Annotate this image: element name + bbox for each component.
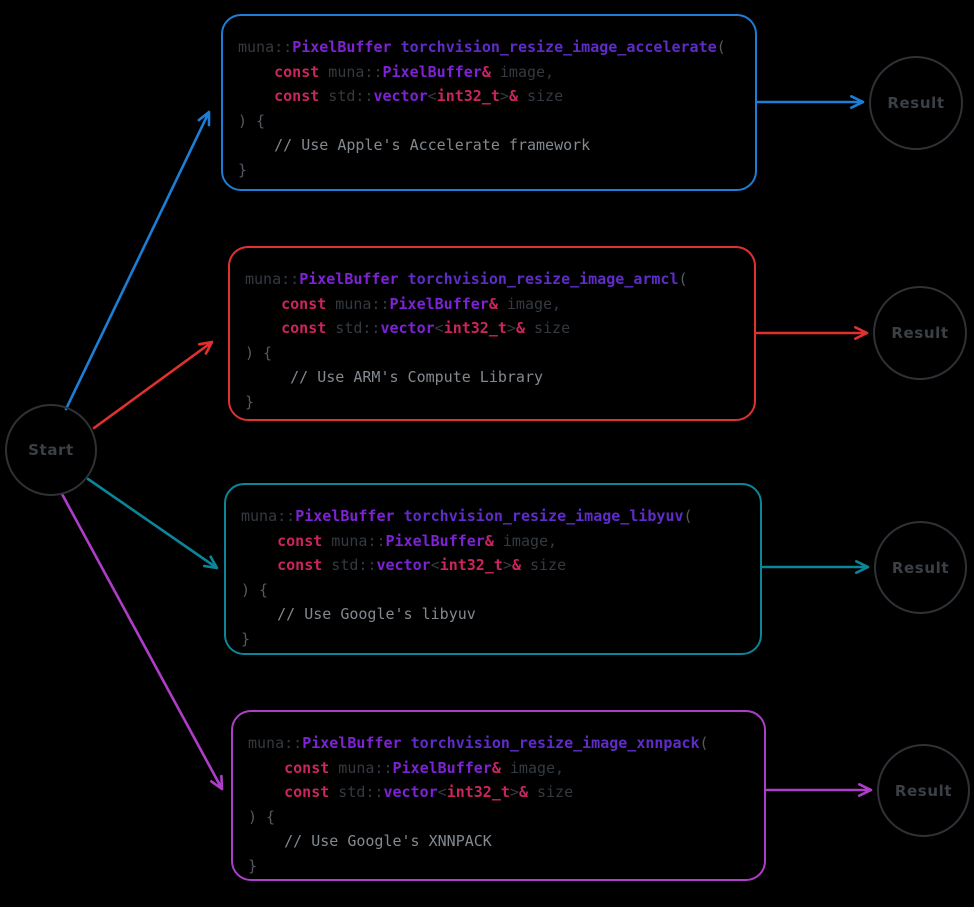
- code-node-armcl[interactable]: muna::PixelBuffer torchvision_resize_ima…: [228, 246, 756, 421]
- arrow-start-to-accelerate[interactable]: [64, 110, 211, 411]
- result-node-accelerate[interactable]: Result: [869, 56, 963, 150]
- code-snippet-libyuv: muna::PixelBuffer torchvision_resize_ima…: [241, 507, 693, 648]
- result-node-label: Result: [891, 324, 949, 342]
- result-node-libyuv[interactable]: Result: [874, 521, 967, 614]
- code-node-libyuv[interactable]: muna::PixelBuffer torchvision_resize_ima…: [224, 483, 762, 655]
- code-node-accelerate[interactable]: muna::PixelBuffer torchvision_resize_ima…: [221, 14, 757, 191]
- arrow-accelerate-to-result[interactable]: [756, 95, 865, 109]
- arrow-start-to-libyuv[interactable]: [86, 477, 219, 570]
- result-node-armcl[interactable]: Result: [873, 286, 967, 380]
- arrow-start-to-armcl[interactable]: [92, 340, 214, 430]
- code-node-xnnpack[interactable]: muna::PixelBuffer torchvision_resize_ima…: [231, 710, 766, 881]
- arrow-libyuv-to-result[interactable]: [761, 560, 870, 574]
- result-node-label: Result: [891, 558, 950, 577]
- code-snippet-accelerate: muna::PixelBuffer torchvision_resize_ima…: [238, 38, 726, 179]
- start-node[interactable]: Start: [5, 404, 97, 496]
- result-node-xnnpack[interactable]: Result: [877, 744, 970, 837]
- arrow-xnnpack-to-result[interactable]: [765, 783, 873, 797]
- result-node-label: Result: [894, 781, 953, 800]
- arrow-start-to-xnnpack[interactable]: [60, 492, 224, 791]
- arrow-armcl-to-result[interactable]: [755, 326, 869, 340]
- code-snippet-xnnpack: muna::PixelBuffer torchvision_resize_ima…: [248, 734, 709, 875]
- code-snippet-armcl: muna::PixelBuffer torchvision_resize_ima…: [245, 270, 688, 411]
- result-node-label: Result: [887, 94, 945, 112]
- start-node-label: Start: [28, 441, 74, 459]
